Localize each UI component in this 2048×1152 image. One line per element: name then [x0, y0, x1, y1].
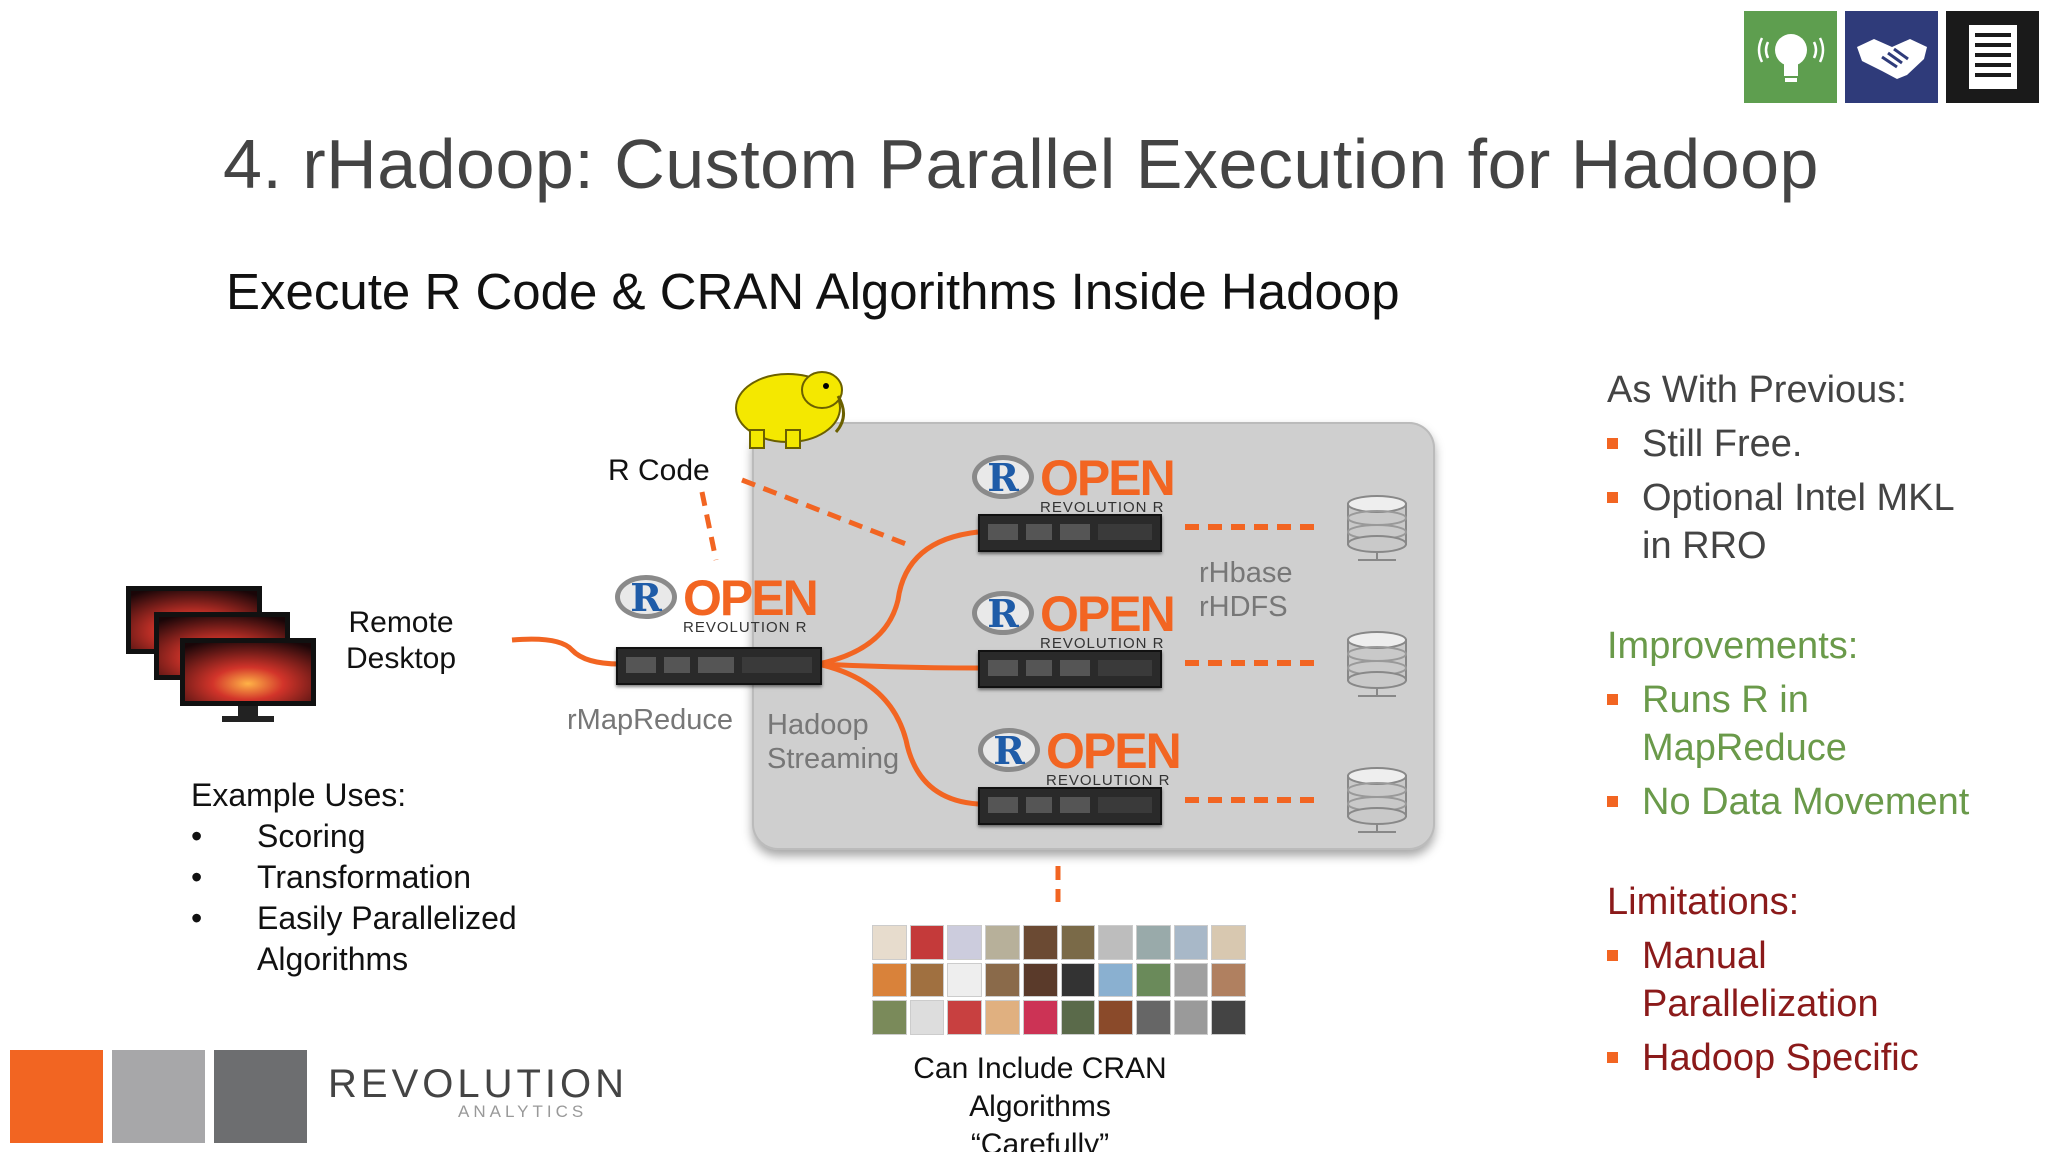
bullet-square-icon: [1607, 694, 1618, 705]
r-logo-icon: R: [972, 591, 1034, 636]
limitations-heading: Limitations:: [1607, 881, 1800, 923]
bullet-square-icon: [1607, 950, 1618, 961]
logo-revolution-text: REVOLUTION R: [683, 619, 808, 636]
example-uses-heading: Example Uses:: [191, 777, 407, 813]
database-disk-icon: [1347, 495, 1407, 561]
improvements-heading: Improvements:: [1607, 625, 1859, 667]
r-logo-icon: R: [615, 575, 677, 620]
list-item: •Transformation: [191, 857, 517, 898]
worker-server: [978, 514, 1162, 552]
remote-desktop-label: Remote Desktop: [346, 606, 457, 675]
r-logo-icon: R: [972, 455, 1034, 500]
remote-desktop-monitors-icon: [126, 586, 316, 722]
list-item: Still Free.: [1607, 420, 1955, 468]
hadoop-streaming-label: Hadoop Streaming: [767, 709, 900, 775]
logo-open-text: OPEN: [1046, 723, 1182, 779]
revolution-brand-logo: REVOLUTION: [328, 1062, 629, 1106]
slide-subtitle: Execute R Code & CRAN Algorithms Inside …: [226, 263, 1400, 320]
cran-caption: Can Include CRAN Algorithms “Carefully”: [913, 1052, 1167, 1152]
footer-square-dark: [214, 1050, 307, 1143]
logo-revolution-text: REVOLUTION R: [1040, 499, 1165, 516]
list-item-text: Easily Parallelized Algorithms: [257, 900, 517, 977]
worker-server: [978, 787, 1162, 825]
rmapreduce-label: rMapReduce: [567, 704, 734, 736]
bullet-square-icon: [1607, 1052, 1618, 1063]
list-item-text: Optional Intel MKL in RRO: [1642, 477, 1955, 567]
list-item: Hadoop Specific: [1607, 1034, 1919, 1082]
rhbase-label: rHbase: [1199, 557, 1293, 589]
database-disk-icon: [1347, 767, 1407, 833]
list-item-text: Runs R in MapReduce: [1642, 679, 1847, 769]
open-revolution-r-logo: R OPEN REVOLUTION R: [615, 570, 819, 636]
lightbulb-icon: [1744, 11, 1837, 103]
improvements-section: Improvements: Runs R in MapReduce No Dat…: [1607, 622, 1969, 826]
bullet-square-icon: [1607, 438, 1618, 449]
list-item: Runs R in MapReduce: [1607, 676, 1969, 772]
footer-square-gray: [112, 1050, 205, 1143]
list-item: Optional Intel MKL in RRO: [1607, 474, 1955, 570]
list-item-text: Still Free.: [1642, 423, 1803, 465]
example-uses-list: Example Uses: •Scoring •Transformation •…: [191, 775, 517, 980]
r-logo-icon: R: [978, 728, 1040, 773]
list-item: Manual Parallelization: [1607, 932, 1919, 1028]
cran-task-views-thumbnails: [872, 925, 1246, 1035]
analytics-brand-text: ANALYTICS: [458, 1102, 588, 1121]
open-revolution-r-logo: R OPEN REVOLUTION R: [978, 723, 1182, 789]
previous-heading: As With Previous:: [1607, 369, 1907, 411]
logo-revolution-text: REVOLUTION R: [1040, 635, 1165, 652]
hadoop-cluster-panel: [752, 422, 1435, 850]
open-revolution-r-logo: R OPEN REVOLUTION R: [972, 586, 1176, 652]
list-item-text: Hadoop Specific: [1642, 1037, 1919, 1079]
rhdfs-label: rHDFS: [1199, 591, 1288, 623]
logo-open-text: OPEN: [1040, 450, 1176, 506]
bullet-square-icon: [1607, 796, 1618, 807]
head-server: [616, 647, 822, 685]
list-item-text: Manual Parallelization: [1642, 935, 1879, 1025]
limitations-section: Limitations: Manual Parallelization Hado…: [1607, 878, 1919, 1082]
list-item-text: No Data Movement: [1642, 781, 1970, 823]
previous-section: As With Previous: Still Free. Optional I…: [1607, 366, 1955, 570]
database-disk-icon: [1347, 631, 1407, 697]
worker-server: [978, 650, 1162, 688]
list-item: •Scoring: [191, 816, 517, 857]
bullet-square-icon: [1607, 492, 1618, 503]
footer-square-orange: [10, 1050, 103, 1143]
r-code-label: R Code: [608, 454, 710, 487]
list-item: •Easily Parallelized Algorithms: [191, 898, 517, 980]
logo-revolution-text: REVOLUTION R: [1046, 772, 1171, 789]
open-revolution-r-logo: R OPEN REVOLUTION R: [972, 450, 1176, 516]
document-icon: [1946, 11, 2039, 103]
logo-open-text: OPEN: [1040, 586, 1176, 642]
list-item: No Data Movement: [1607, 778, 1969, 826]
handshake-icon: [1845, 11, 1938, 103]
list-item-text: Scoring: [257, 818, 366, 854]
slide-title: 4. rHadoop: Custom Parallel Execution fo…: [223, 125, 1819, 203]
list-item-text: Transformation: [257, 859, 471, 895]
logo-open-text: OPEN: [683, 570, 819, 626]
hadoop-elephant-icon: [735, 371, 845, 449]
